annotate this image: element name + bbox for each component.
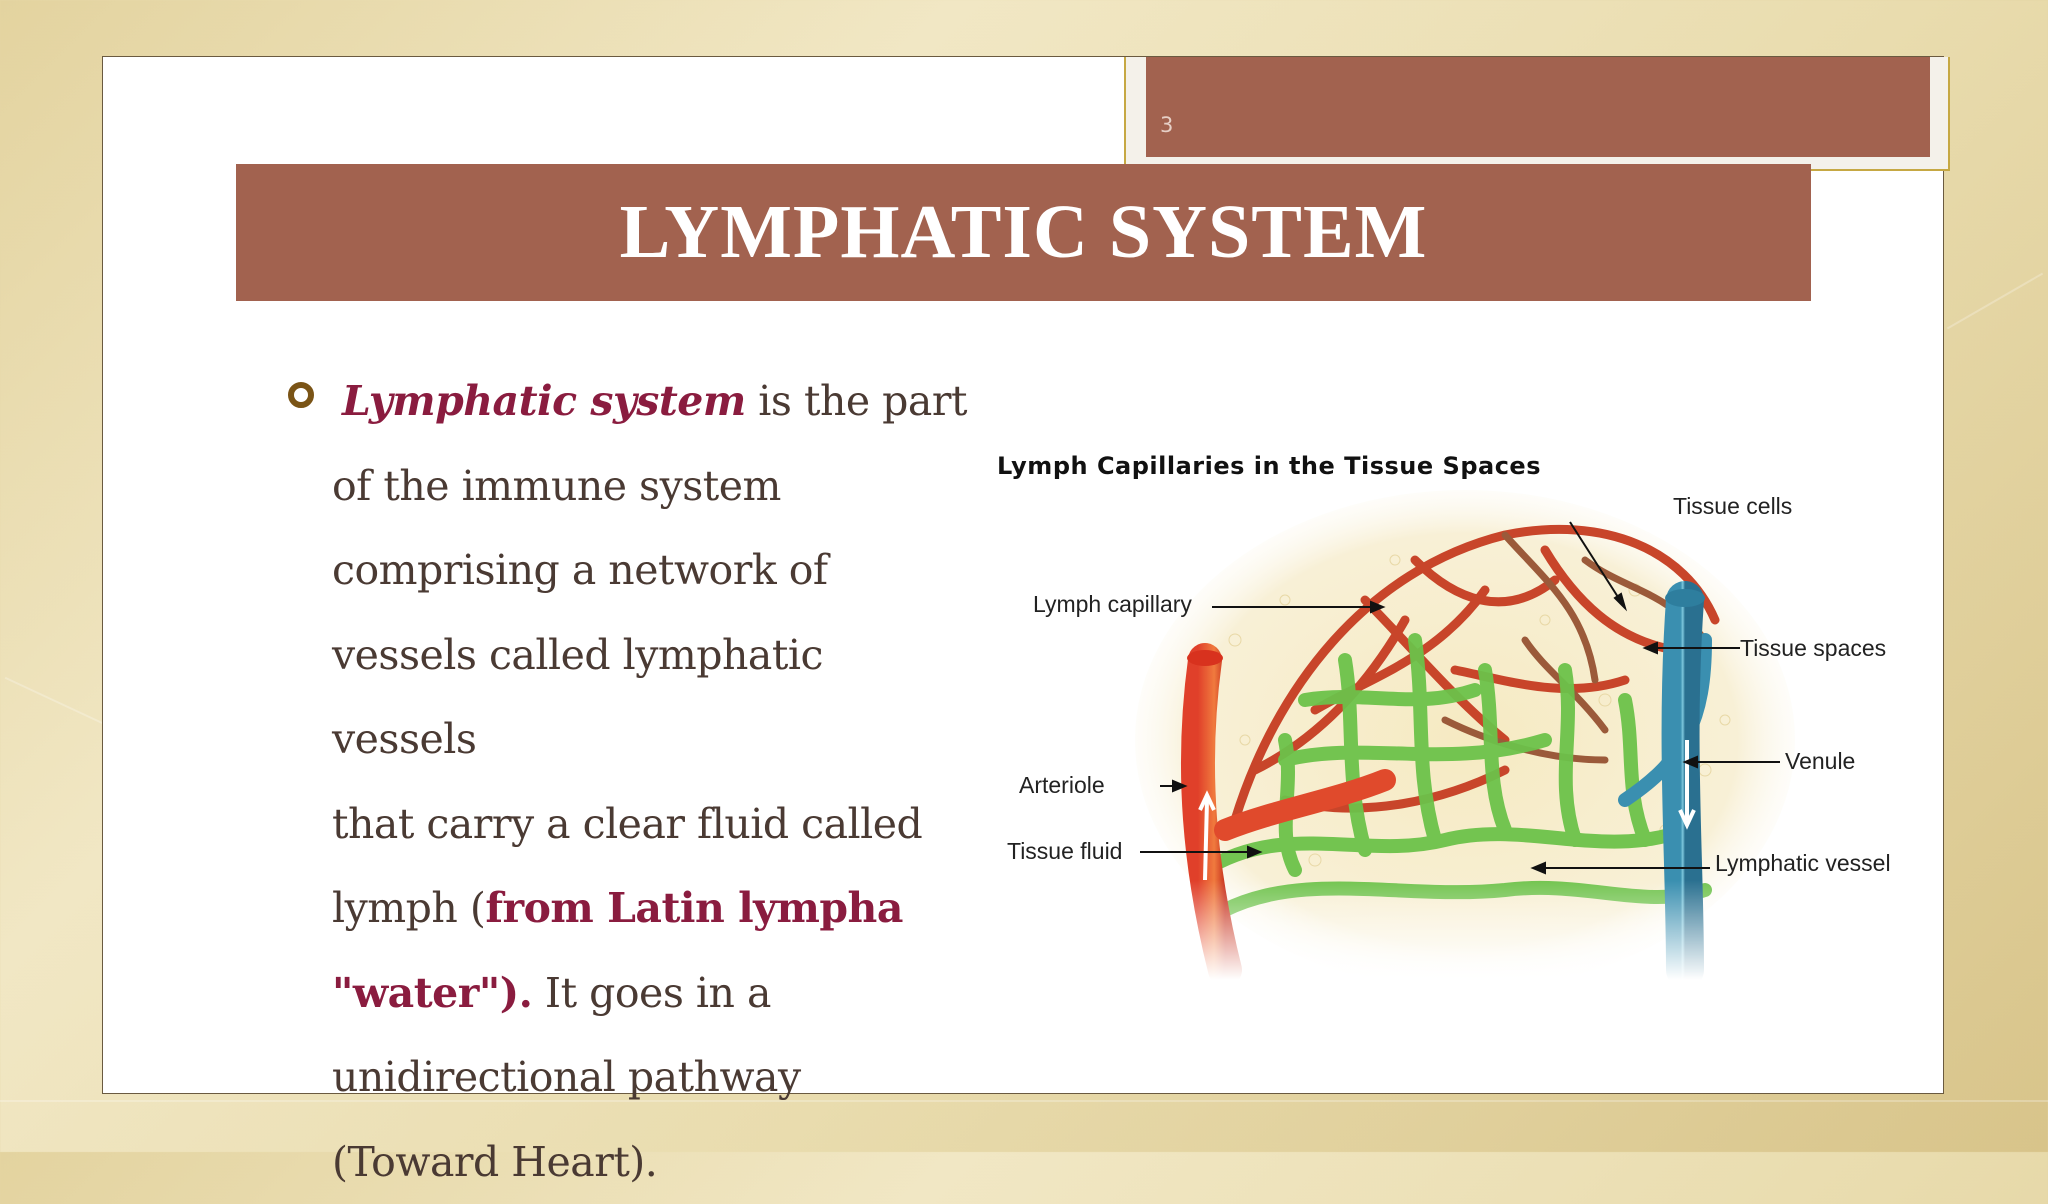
background-decor <box>0 1100 2048 1102</box>
body-line: (Toward Heart). <box>332 1120 972 1204</box>
body-text-span: lymph ( <box>332 884 485 932</box>
slide-title: LYMPHATIC SYSTEM <box>620 189 1428 276</box>
label-lymphatic-vessel: Lymphatic vessel <box>1715 850 1891 877</box>
body-line: that carry a clear fluid called <box>332 782 972 867</box>
body-line: unidirectional pathway <box>332 1035 972 1120</box>
title-banner: LYMPHATIC SYSTEM <box>236 164 1811 301</box>
lymph-capillaries-figure: Lymph Capillaries in the Tissue Spaces <box>985 440 1905 980</box>
body-term: Lymphatic system <box>342 377 746 425</box>
capillary-illustration <box>985 440 1905 980</box>
body-line: "water"). It goes in a <box>332 951 972 1036</box>
label-arteriole: Arteriole <box>1019 772 1105 799</box>
body-line: of the immune system <box>332 444 972 529</box>
bullet-icon <box>286 380 316 410</box>
latin-highlight: from Latin lympha <box>485 884 903 932</box>
body-line: comprising a network of <box>332 528 972 613</box>
body-line: Lymphatic system is the part <box>342 359 972 444</box>
body-line: lymph (from Latin lympha <box>332 866 972 951</box>
label-tissue-cells: Tissue cells <box>1673 493 1792 520</box>
latin-highlight: "water"). <box>332 969 532 1017</box>
background-decor <box>5 677 106 725</box>
label-tissue-fluid: Tissue fluid <box>1007 838 1122 865</box>
body-text-span: is the part <box>746 377 967 425</box>
slide-number-tab: 3 <box>1124 57 1950 171</box>
body-line: vessels called lymphatic vessels <box>332 613 972 782</box>
background-decor <box>1947 273 2043 330</box>
label-venule: Venule <box>1785 748 1855 775</box>
label-lymph-capillary: Lymph capillary <box>1033 591 1192 618</box>
body-paragraph: Lymphatic system is the part of the immu… <box>332 359 972 1204</box>
body-text-span: It goes in a <box>532 969 771 1017</box>
label-tissue-spaces: Tissue spaces <box>1740 635 1886 662</box>
slide-number: 3 <box>1160 113 1173 137</box>
slide-number-tab-fill: 3 <box>1146 57 1930 157</box>
